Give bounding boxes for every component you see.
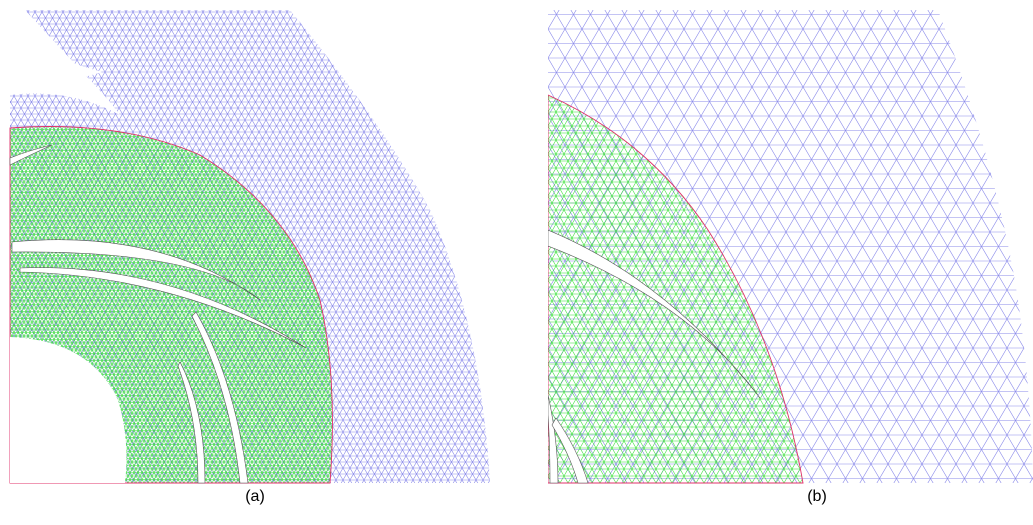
mesh-panel-a: (a)	[9, 10, 490, 505]
caption-b: (b)	[807, 488, 827, 505]
volute-tongue-gap	[10, 40, 102, 92]
rotor-mesh-region	[548, 94, 804, 484]
blade	[551, 417, 589, 484]
blade	[9, 144, 53, 166]
blade	[11, 239, 261, 301]
mesh-panel-b: (b)	[548, 0, 1033, 525]
blade	[548, 229, 761, 399]
caption-a: (a)	[245, 488, 265, 505]
mesh-figure-b	[548, 10, 1033, 484]
blade	[19, 267, 307, 349]
blade	[177, 361, 206, 484]
blade	[191, 311, 249, 484]
mesh-figure-a	[9, 10, 490, 484]
hub-hole	[10, 337, 127, 483]
